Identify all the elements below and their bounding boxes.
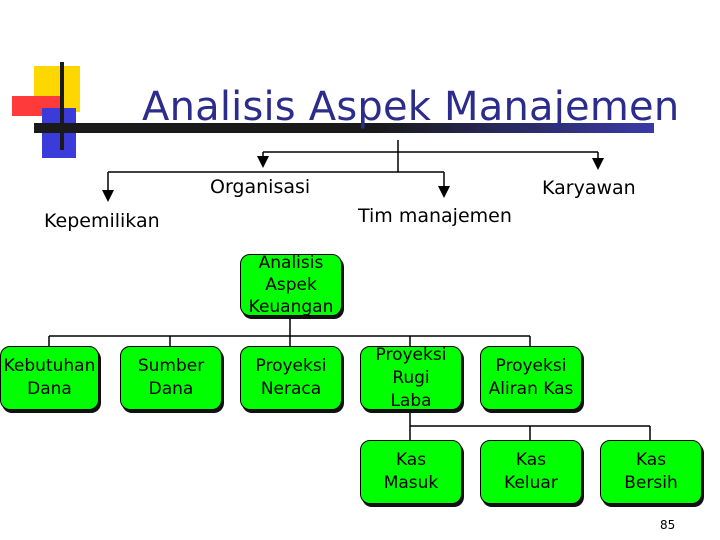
box-kebutuhan-dana: Kebutuhan Dana [0,346,99,410]
deco-vertical-line [60,62,64,150]
label-kepemilikan: Kepemilikan [44,210,160,232]
box-kas-keluar: Kas Keluar [480,440,582,504]
box-analisis-aspek-keuangan: Analisis Aspek Keuangan [240,253,342,317]
slide-title: Analisis Aspek Manajemen [142,84,680,130]
box-proyeksi-aliran-kas: Proyeksi Aliran Kas [480,346,582,410]
box-proyeksi-rugi-laba: Proyeksi Rugi Laba [360,345,462,411]
page-number: 85 [660,518,676,532]
label-organisasi: Organisasi [210,176,311,198]
box-kas-bersih: Kas Bersih [600,440,702,504]
label-karyawan: Karyawan [542,177,636,199]
box-proyeksi-neraca: Proyeksi Neraca [240,346,342,410]
box-sumber-dana: Sumber Dana [120,346,222,410]
deco-blue-square [42,108,76,158]
title-underline-bar [34,123,654,133]
label-tim-manajemen: Tim manajemen [358,205,512,227]
box-kas-masuk: Kas Masuk [360,440,462,504]
